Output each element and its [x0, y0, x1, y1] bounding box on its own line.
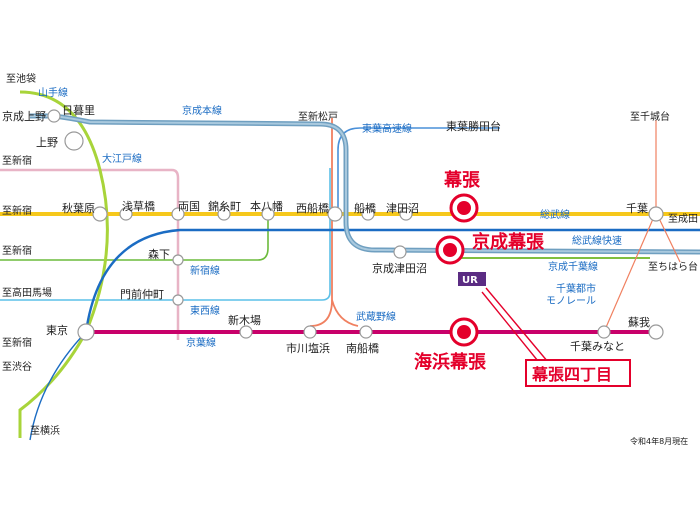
dest-chiharadai: 至ちはら台: [648, 260, 698, 273]
station-toyo-katsutadai: 東葉勝田台: [446, 119, 501, 133]
monorail-line: [603, 211, 657, 333]
toyo-line-label: 東葉高速線: [362, 122, 412, 135]
dest-yokohama: 至横浜: [30, 424, 60, 437]
dest-shibuya: 至渋谷: [2, 360, 32, 373]
station-monzen-nakacho: 門前仲町: [120, 287, 164, 301]
sobu-rapid-line-label: 総武線快速: [572, 234, 622, 247]
makuhari-marker: [449, 193, 479, 223]
station-ryogoku: 両国: [178, 200, 200, 213]
label-keisei-makuhari: 京成幕張: [472, 231, 545, 253]
monorail-label-1: 千葉都市: [556, 282, 596, 295]
station-keisei-tsudanuma: 京成津田沼: [372, 261, 427, 275]
ur-logo-text: UR: [462, 275, 478, 286]
keisei-main-line: [30, 113, 700, 255]
site-leader-line: [485, 287, 549, 363]
keisei-main-line-inner: [30, 115, 700, 253]
station-ueno: 上野: [36, 136, 58, 149]
dest-takadanobaba: 至高田馬場: [2, 286, 52, 299]
yamanote-line-label: 山手線: [38, 86, 68, 99]
shinjuku-line: [0, 214, 269, 261]
station-akihabara: 秋葉原: [62, 201, 95, 215]
dest-shinjuku-3: 至新宿: [2, 244, 32, 257]
yokohama-line: [29, 331, 87, 441]
sobu-line-label: 総武線: [540, 208, 570, 221]
keisei-chiba-line-label: 京成千葉線: [548, 260, 598, 273]
dest-narita: 至成田: [668, 213, 698, 225]
oedo-line-label: 大江戸線: [102, 152, 142, 165]
station-chiba: 千葉: [626, 201, 648, 215]
station-markers: [47, 109, 664, 341]
station-tokyo: 東京: [46, 323, 68, 337]
site-label: 幕張四丁目: [531, 365, 612, 384]
station-kinshicho: 錦糸町: [208, 199, 241, 213]
dest-shinjuku-2: 至新宿: [2, 204, 32, 217]
station-funabashi: 船橋: [354, 201, 376, 215]
station-asakusabashi: 浅草橋: [122, 199, 155, 213]
dest-ikebukuro: 至池袋: [6, 72, 36, 85]
label-makuhari: 幕張: [443, 170, 481, 191]
date-note: 令和4年8月現在: [630, 436, 688, 446]
keiyo-line-label: 京葉線: [186, 336, 216, 349]
label-kaihin-makuhari: 海浜幕張: [414, 351, 487, 373]
shinjuku-line-label: 新宿線: [190, 264, 220, 277]
keisei-makuhari-marker: [435, 235, 465, 265]
site-leader-line-2: [481, 291, 543, 367]
station-ichikawa-shiohama: 市川塩浜: [286, 341, 330, 355]
station-nippori: 日暮里: [62, 103, 95, 117]
ur-logo: UR: [458, 272, 486, 286]
dest-shinjuku-4: 至新宿: [2, 336, 32, 349]
yamanote-line: [18, 90, 109, 438]
sobu-rapid-line: [84, 228, 700, 333]
oedo-line: [0, 168, 180, 340]
keisei-main-line-label: 京成本線: [182, 104, 222, 117]
musashino-line: [309, 118, 333, 327]
tozai-line: [0, 168, 331, 301]
dest-chishirodai: 至千城台: [630, 110, 670, 123]
station-tsudanuma: 津田沼: [386, 201, 419, 215]
site-label-box: [525, 359, 631, 387]
station-keisei-ueno: 京成上野: [2, 109, 46, 123]
musashino-line-south: [331, 299, 359, 327]
station-shinkiba: 新木場: [228, 313, 261, 327]
station-nishifunabashi: 西船橋: [296, 201, 329, 215]
station-chiba-minato: 千葉みなと: [570, 339, 625, 353]
monorail-label-2: モノレール: [546, 296, 596, 307]
tozai-line-label: 東西線: [190, 304, 220, 317]
station-minami-funabashi: 南船橋: [346, 341, 379, 355]
station-motoyawata: 本八幡: [250, 199, 283, 213]
station-soga: 蘇我: [628, 316, 650, 329]
dest-shinjuku-1: 至新宿: [2, 154, 32, 167]
dest-shinmatsudo: 至新松戸: [298, 110, 338, 123]
musashino-line-label: 武蔵野線: [356, 310, 396, 323]
station-morishita: 森下: [148, 247, 170, 261]
kaihin-makuhari-marker: [449, 317, 479, 347]
